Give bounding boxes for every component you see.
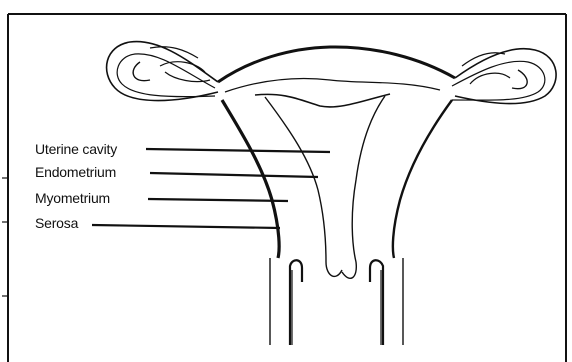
cervix [270,258,403,345]
diagram-frame [8,14,566,362]
fundus-outline [218,47,455,82]
right-endometrium-line [342,96,385,278]
leader-endometrium [150,173,318,177]
left-endometrium-line [265,97,342,276]
leader-myometrium [148,199,288,201]
left-wall-serosa [222,100,279,258]
fundus-inner-line [225,79,440,93]
label-uterine-cavity: Uterine cavity [35,141,117,157]
uterine-cavity-top [255,94,390,107]
label-myometrium: Myometrium [35,190,110,206]
label-serosa: Serosa [35,215,78,231]
leader-lines [92,149,330,228]
left-fallopian-tube [107,42,218,101]
right-fallopian-tube [452,49,556,104]
leader-uterine-cavity [146,149,330,152]
leader-serosa [92,225,280,228]
label-endometrium: Endometrium [35,164,116,180]
right-wall-outer [393,100,452,258]
